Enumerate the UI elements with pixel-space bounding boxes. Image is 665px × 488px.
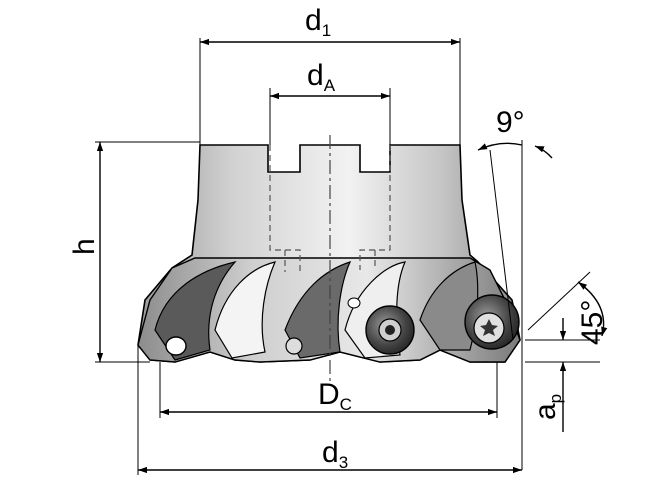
dimension-ap: ap — [525, 318, 600, 432]
label-d3: d3 — [322, 436, 348, 472]
label-angle-45: 45° — [576, 300, 609, 345]
dimension-Dc: DC — [159, 362, 498, 418]
cutting-insert — [464, 294, 520, 350]
hidden-line — [359, 145, 391, 270]
dimension-d1: d1 — [199, 4, 461, 145]
dimension-angle-9: 9° — [477, 106, 553, 470]
chip-pocket — [154, 261, 237, 361]
dimension-h: h — [68, 141, 200, 363]
label-h: h — [68, 238, 101, 255]
coolant-hole — [347, 297, 361, 309]
label-ap: ap — [529, 394, 565, 420]
dimension-dA: dA — [269, 59, 391, 145]
cutting-insert — [365, 305, 415, 355]
coolant-hole — [285, 337, 303, 355]
hidden-line — [269, 145, 301, 272]
chip-pocket — [284, 261, 352, 359]
dimension-angle-45: 45° — [525, 271, 609, 345]
dimension-d3: d3 — [137, 345, 522, 475]
cutter-body — [137, 135, 521, 385]
label-dA: dA — [307, 59, 336, 95]
chip-pocket — [214, 261, 277, 359]
label-Dc: DC — [318, 378, 352, 414]
label-d1: d1 — [305, 4, 331, 40]
label-angle-9: 9° — [496, 106, 525, 139]
coolant-hole — [165, 336, 187, 356]
